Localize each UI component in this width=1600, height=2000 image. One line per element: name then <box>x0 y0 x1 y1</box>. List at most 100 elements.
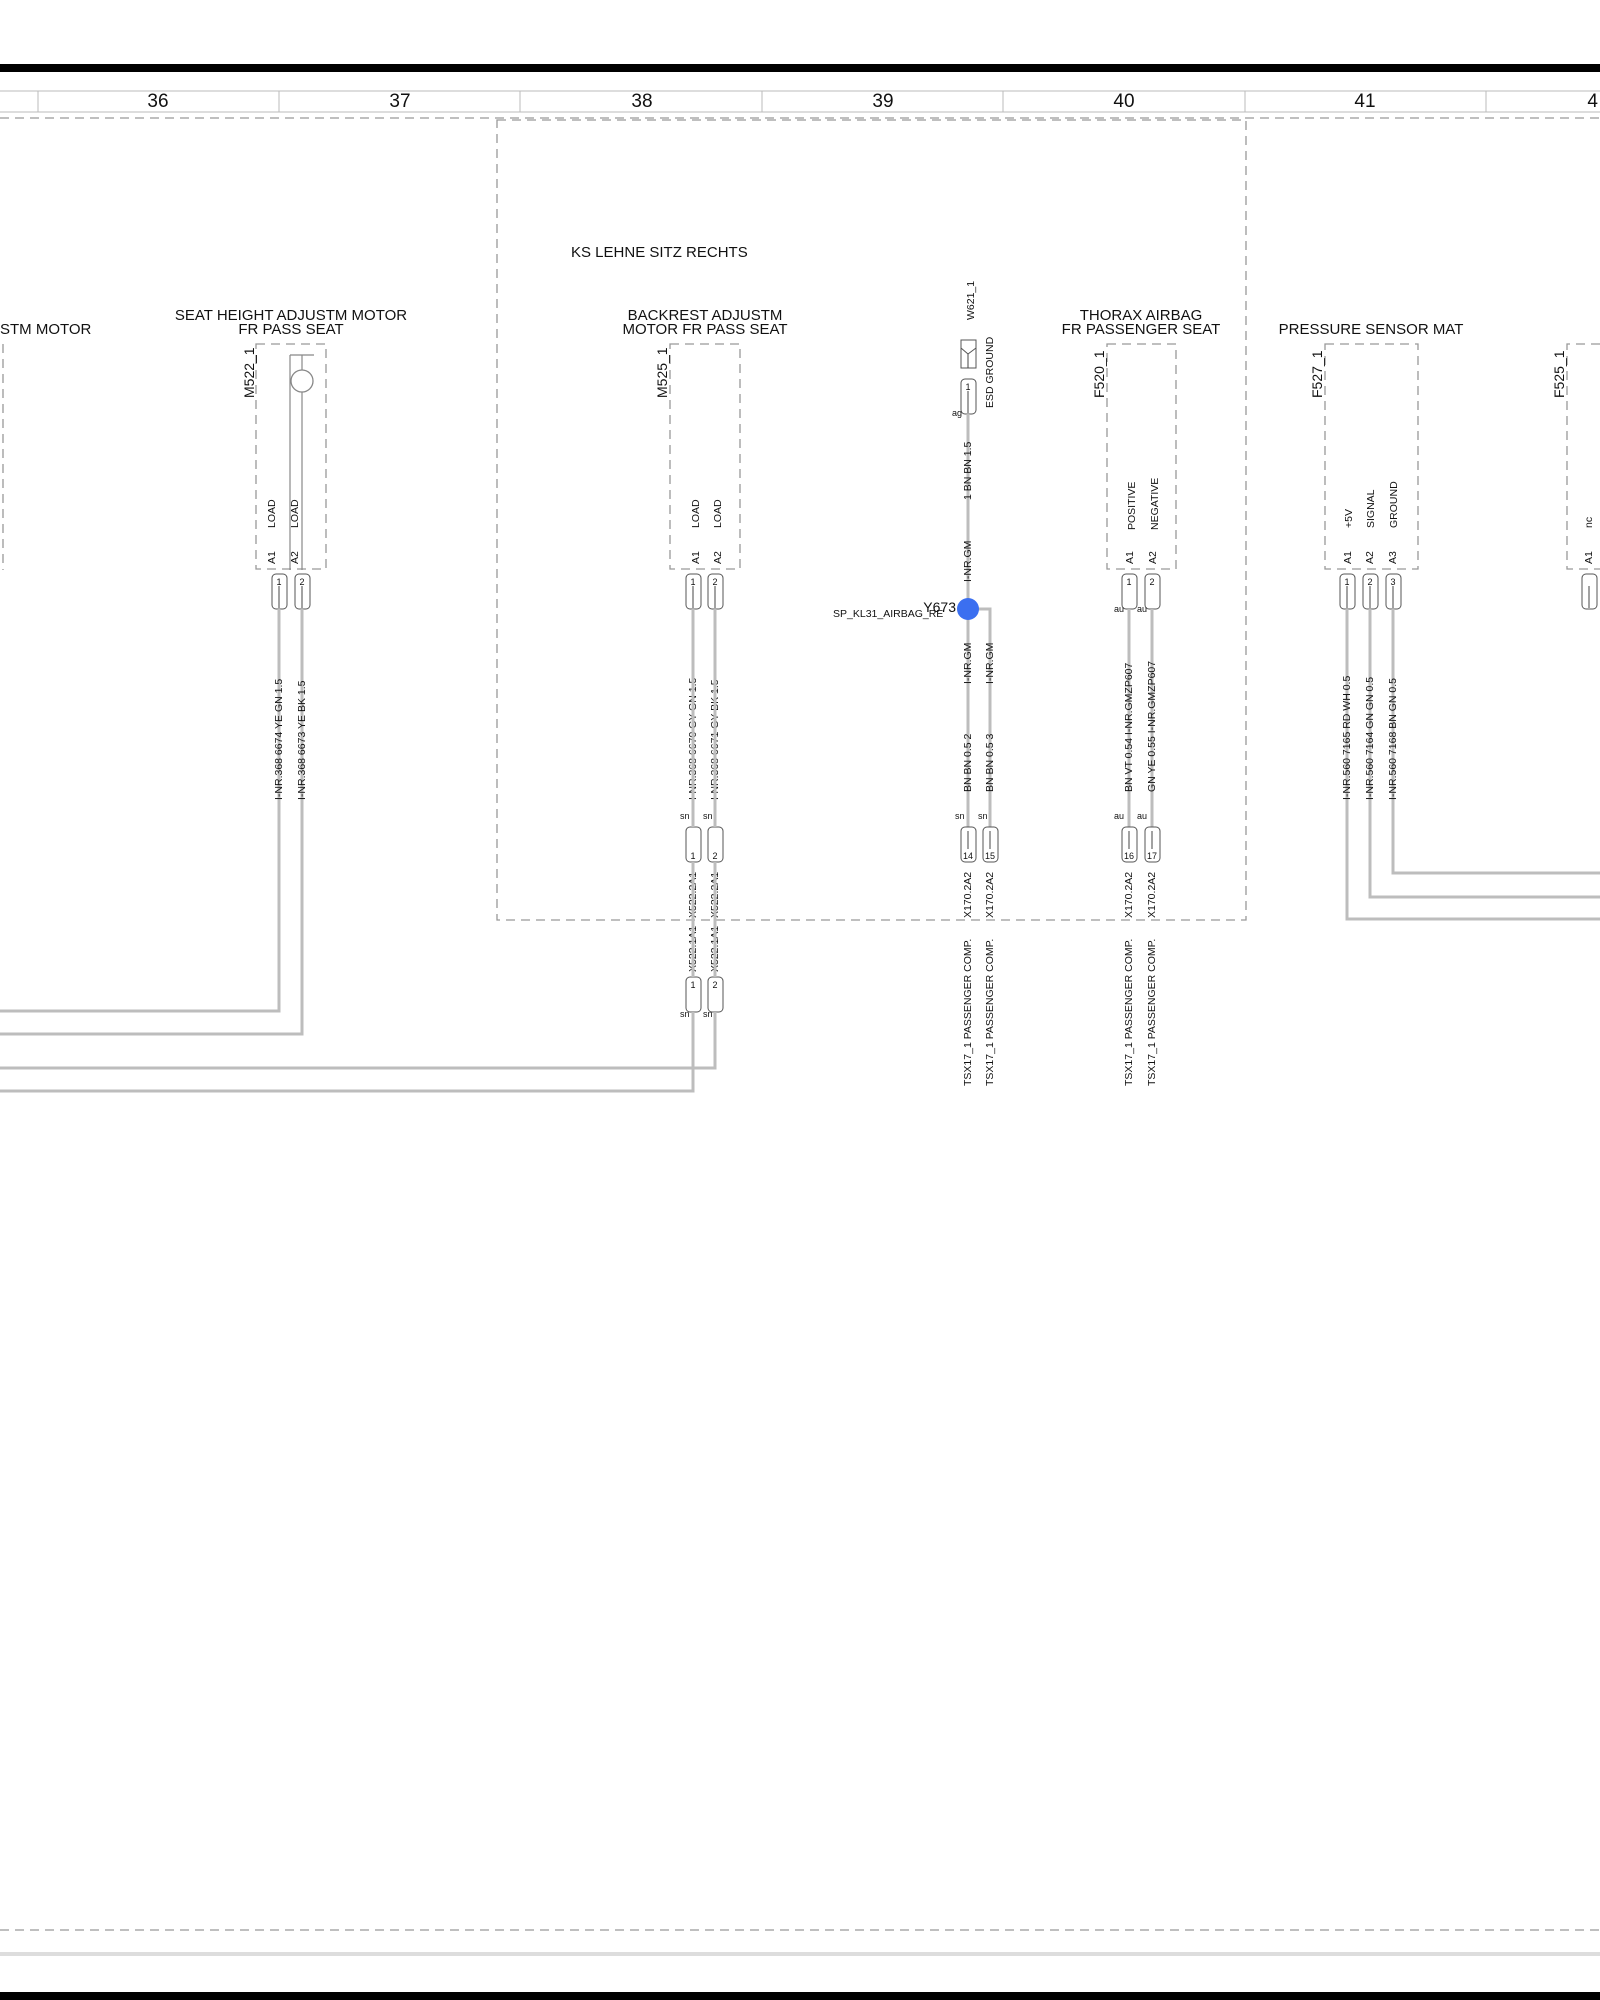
group-label: KS LEHNE SITZ RECHTS <box>571 244 748 261</box>
connector-code: sn <box>955 811 965 821</box>
component-ref: M522_1 <box>241 347 257 398</box>
pin-function: LOAD <box>289 499 301 528</box>
seat-height-motor: SEAT HEIGHT ADJUSTM MOTOR FR PASS SEAT M… <box>0 307 407 1036</box>
backrest-motor: BACKREST ADJUSTM MOTOR FR PASS SEAT M525… <box>0 307 788 1093</box>
pin-function: LOAD <box>690 499 702 528</box>
component-title: BACKREST ADJUSTM <box>628 307 783 324</box>
top-border <box>0 64 1600 72</box>
column-number: 39 <box>872 91 893 112</box>
wire <box>1391 609 1600 875</box>
splice-y673: Y673 SP_KL31_AIRBAG_RE I-NR.GM I-NR.GM B… <box>833 598 999 1086</box>
pin-function: +5V <box>1343 509 1355 528</box>
connector-label: X170.2A2 <box>962 872 974 918</box>
pin-label: A2 <box>289 551 301 564</box>
pin-function: LOAD <box>712 499 724 528</box>
pin-function: SIGNAL <box>1365 489 1377 528</box>
wire-label: BN BN 0.5 2 <box>962 733 974 792</box>
group-box <box>496 119 1247 921</box>
wire-label: I-NR.GM <box>962 541 974 582</box>
pin-number: 2 <box>712 577 717 587</box>
component-title: SEAT HEIGHT ADJUSTM MOTOR <box>175 307 407 324</box>
component-ref: W621_1 <box>965 281 977 320</box>
pin-label: A1 <box>266 551 278 564</box>
column-number: 37 <box>389 91 410 112</box>
pin-number: 1 <box>965 382 970 392</box>
column-number: 40 <box>1113 91 1134 112</box>
pin-number: 16 <box>1124 851 1134 861</box>
destination-label: TSX17_1 PASSENGER COMP. <box>1123 939 1135 1086</box>
component-box <box>1324 343 1419 570</box>
pin-label: A1 <box>690 551 702 564</box>
component-title: FR PASS SEAT <box>238 321 343 338</box>
pin-number: 14 <box>963 851 973 861</box>
destination-label: TSX17_1 PASSENGER COMP. <box>1146 939 1158 1086</box>
wire-label: I-NR.368 6674 YE GN 1.5 <box>273 679 285 800</box>
pin-label: A1 <box>1342 551 1354 564</box>
connector-code: au <box>1114 604 1124 614</box>
splice-id: Y673 <box>923 599 956 615</box>
column-number: 36 <box>147 91 168 112</box>
wire-label: I-NR.GM <box>984 643 996 684</box>
pin-number: 2 <box>712 980 717 990</box>
pressure-sensor-mat: PRESSURE SENSOR MAT F527_1 +5V SIGNAL GR… <box>1279 321 1600 921</box>
wire <box>0 609 281 1013</box>
component-title: FR PASSENGER SEAT <box>1062 321 1221 338</box>
splice-name: SP_KL31_AIRBAG_RE <box>833 608 943 620</box>
wire-label: BN VT 0.54 I-NR.GMZP607 <box>1123 662 1135 792</box>
pin-number: 1 <box>690 577 695 587</box>
wire-label: BN BN 0.5 3 <box>984 733 996 792</box>
wire <box>1368 609 1600 899</box>
column-ruler: 36 37 38 39 40 41 4 <box>37 91 1598 112</box>
component-title: PRESSURE SENSOR MAT <box>1279 321 1464 338</box>
pin-function: LOAD <box>266 499 278 528</box>
pin-label: A3 <box>1387 551 1399 564</box>
wire-label: GN YE 0.55 I-NR.GMZP607 <box>1146 661 1158 792</box>
pin-number: 1 <box>690 980 695 990</box>
pin-label: A2 <box>1147 551 1159 564</box>
destination-label: TSX17_1 PASSENGER COMP. <box>962 939 974 1086</box>
wire-label: I-NR.560 7164 GN GN 0.5 <box>1364 677 1376 800</box>
pin-function: NEGATIVE <box>1149 478 1161 530</box>
svg-text:sn: sn <box>680 1009 690 1019</box>
pin-label: A1 <box>1583 551 1595 564</box>
component-box <box>255 343 327 570</box>
pin-number: 2 <box>712 851 717 861</box>
column-number: 38 <box>631 91 652 112</box>
pin-number: 17 <box>1147 851 1157 861</box>
pin-function: GROUND <box>1388 481 1400 528</box>
pin-number: 1 <box>690 851 695 861</box>
pin-label: A2 <box>1364 551 1376 564</box>
thorax-airbag: THORAX AIRBAG FR PASSENGER SEAT F520_1 P… <box>1062 307 1221 1086</box>
wire-label: I-NR.GM <box>962 643 974 684</box>
esd-ground: W621_1 1 ESD GROUND ag 1 BN BN 1.5 I-NR.… <box>952 281 996 609</box>
component-ref: F525_1 <box>1551 350 1567 398</box>
component-box <box>1106 343 1177 570</box>
pin-number: 1 <box>1344 577 1349 587</box>
component-ref: F527_1 <box>1309 350 1325 398</box>
connector-code: ag <box>952 408 962 418</box>
connector-label: X170.2A2 <box>984 872 996 918</box>
connector-code: sn <box>978 811 988 821</box>
component-box <box>669 343 741 570</box>
component-title: STM MOTOR <box>0 321 92 338</box>
pin-function: nc <box>1583 517 1595 528</box>
wire-label: I-NR.560 7165 RD WH 0.5 <box>1341 676 1353 800</box>
wire-label: 1 BN BN 1.5 <box>962 441 974 500</box>
bottom-border <box>0 1992 1600 2000</box>
component-ref: F520_1 <box>1091 350 1107 398</box>
pin-label: A1 <box>1124 551 1136 564</box>
pin-number: 3 <box>1390 577 1395 587</box>
f525-component: F525_1 nc A1 <box>1551 343 1600 610</box>
ground-label: ESD GROUND <box>984 336 996 408</box>
svg-text:sn: sn <box>703 1009 713 1019</box>
pin-number: 1 <box>1126 577 1131 587</box>
pin-number: 1 <box>276 577 281 587</box>
pin-number: 2 <box>1367 577 1372 587</box>
wire <box>0 1012 695 1093</box>
component-ref: M525_1 <box>654 347 670 398</box>
pin-function: POSITIVE <box>1126 482 1138 530</box>
column-number: 41 <box>1354 91 1375 112</box>
svg-text:sn: sn <box>703 811 713 821</box>
motor-symbol <box>289 354 314 570</box>
